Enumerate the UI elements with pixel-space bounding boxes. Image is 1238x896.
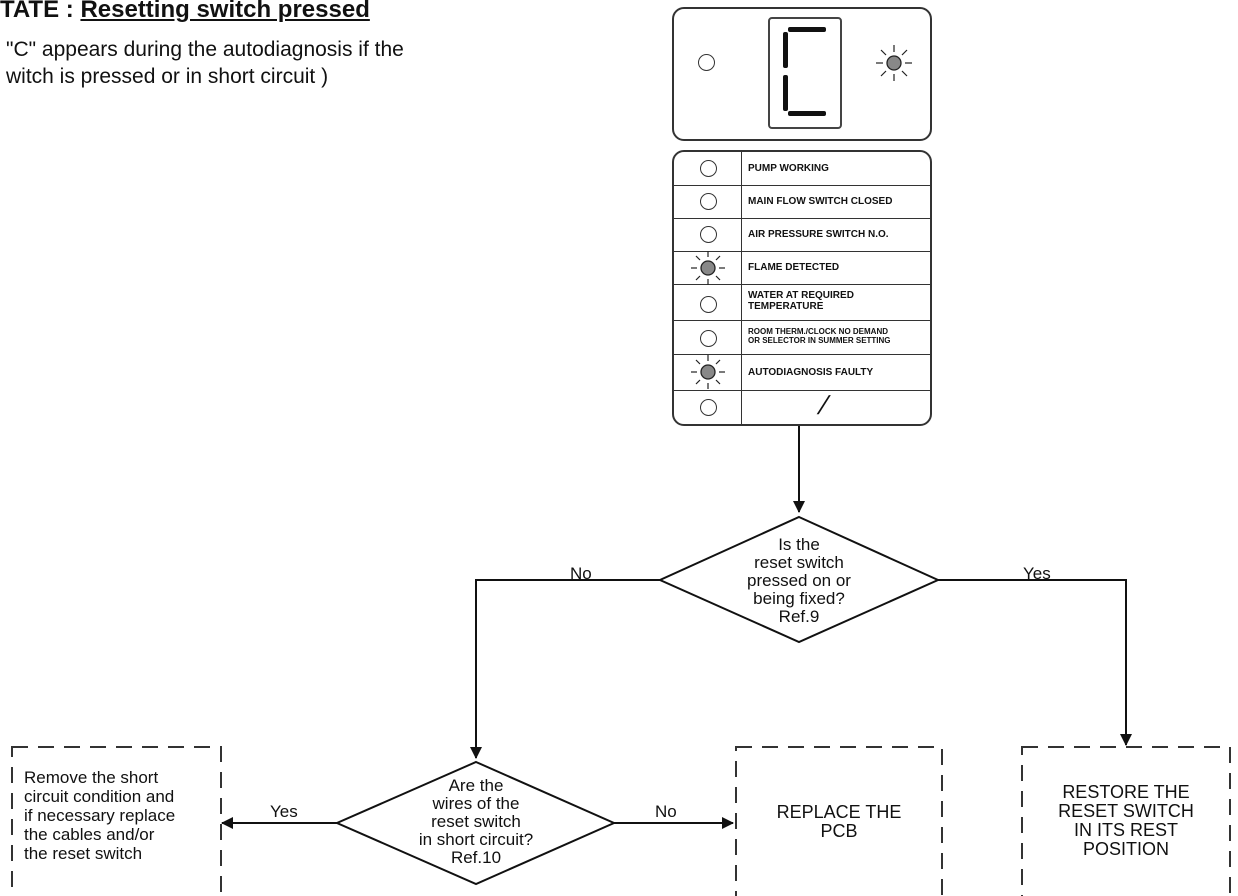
led-off-icon [700,226,717,243]
display-led-off-icon [698,54,715,71]
decision2-yes-label: Yes [270,802,298,821]
indicator-row: AIR PRESSURE SWITCH N.O. [674,218,930,252]
segment-upper-left [783,32,788,68]
segment-bottom [788,111,826,116]
led-off-icon [700,330,717,347]
indicator-label: ROOM THERM./CLOCK NO DEMAND OR SELECTOR … [748,327,891,345]
led-off-icon [700,193,717,210]
led-flashing-icon [691,251,725,285]
indicator-panel-divider [741,152,742,424]
decision2-diamond [334,760,617,886]
decision2-text: Are the wires of the reset switch in sho… [418,776,534,867]
display-led-flashing-icon [876,45,912,81]
decision1-diamond [657,515,941,644]
state-prefix: TATE : [0,0,81,23]
indicator-row: PUMP WORKING [674,152,930,186]
action-restore-switch-text: RESTORE THE RESET SWITCH IN ITS REST POS… [1058,782,1194,859]
action-box-replace-pcb [735,746,943,896]
indicator-label: AUTODIAGNOSIS FAULTY [748,367,874,378]
state-title: Resetting switch pressed [80,0,370,23]
page-title: TATE : Resetting switch pressed [0,0,370,24]
action-box-short-circuit [11,746,222,896]
seven-segment-display [768,17,842,129]
led-off-icon [700,399,717,416]
indicator-row: MAIN FLOW SWITCH CLOSED [674,185,930,219]
decision1-yes-label: Yes [1023,564,1051,583]
decision1-no-label: No [570,564,592,583]
led-flashing-icon [691,355,725,389]
action-replace-pcb-text: REPLACE THE PCB [776,802,902,841]
indicator-row: FLAME DETECTED [674,251,930,285]
indicator-row: ROOM THERM./CLOCK NO DEMAND OR SELECTOR … [674,320,930,355]
segment-lower-left [783,75,788,111]
indicator-label: MAIN FLOW SWITCH CLOSED [748,196,893,207]
state-description: "C" appears during the autodiagnosis if … [6,38,404,88]
indicator-row: / [674,390,930,424]
indicator-row: WATER AT REQUIRED TEMPERATURE [674,284,930,321]
indicator-label: AIR PRESSURE SWITCH N.O. [748,229,889,240]
decision1-text: Is the reset switch pressed on or being … [747,535,851,626]
indicator-panel: PUMP WORKING MAIN FLOW SWITCH CLOSED AIR… [672,150,932,426]
indicator-label: PUMP WORKING [748,163,829,174]
arrow-decision1-no [470,579,660,759]
action-box-restore-switch [1021,746,1231,896]
indicator-label: / [814,390,833,420]
indicator-row: AUTODIAGNOSIS FAULTY [674,354,930,391]
indicator-label: WATER AT REQUIRED TEMPERATURE [748,290,854,312]
display-panel: C [672,7,932,141]
segment-top [788,27,826,32]
decision2-no-label: No [655,802,677,821]
action-short-circuit-text: Remove the short circuit condition and i… [24,768,176,863]
indicator-label: FLAME DETECTED [748,262,840,273]
led-off-icon [700,296,717,313]
arrow-decision1-yes [938,579,1132,746]
led-off-icon [700,160,717,177]
